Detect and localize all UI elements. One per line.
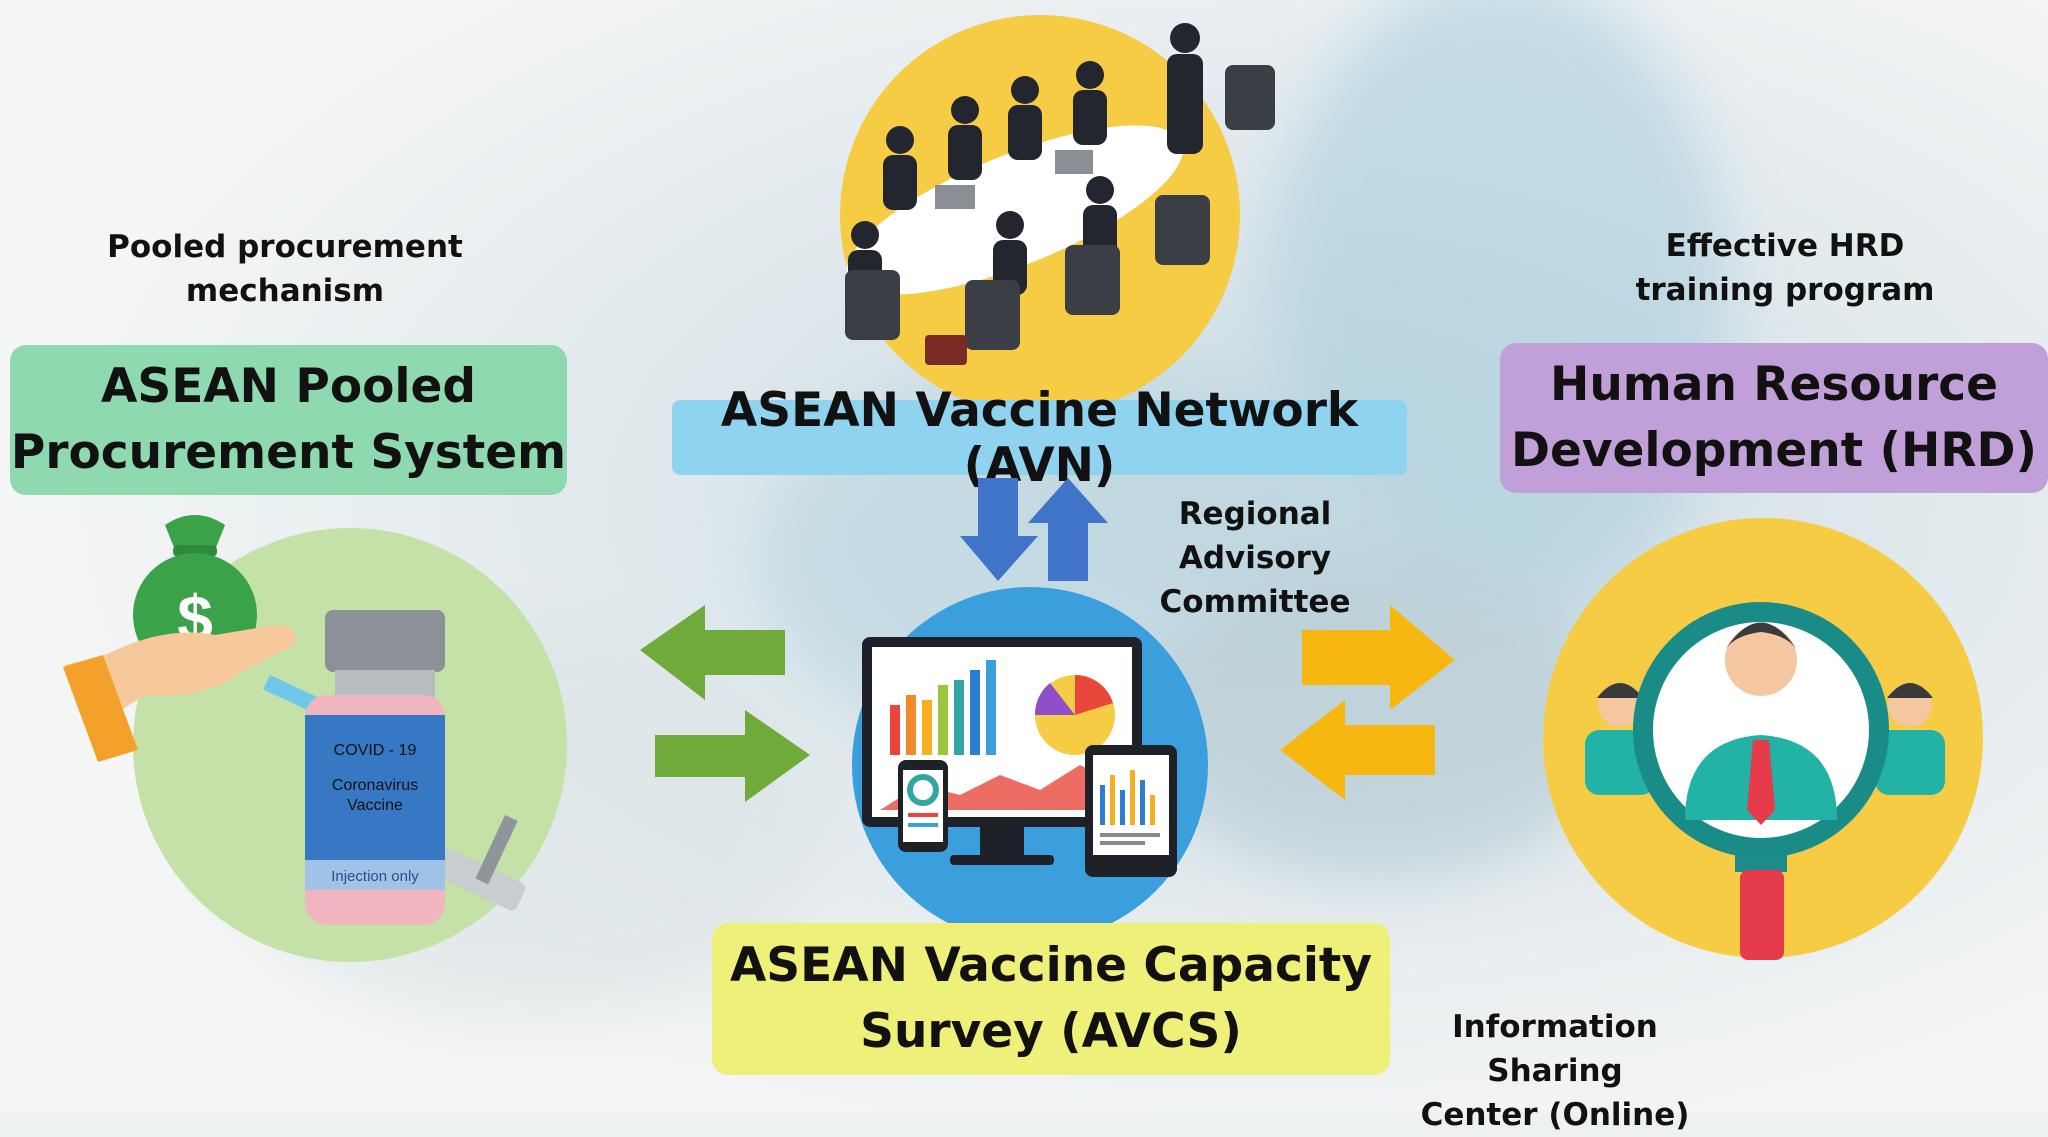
green-arrow-right [655, 710, 810, 802]
caption-line: Center (Online) [1420, 1097, 1690, 1133]
avn-title: ASEAN Vaccine Network (AVN) [720, 382, 1359, 493]
blue-arrow-down [960, 478, 1038, 581]
asean-pooled-procurement-box: ASEAN Pooled Procurement System [10, 345, 567, 495]
box-title-line: Human Resource [1549, 357, 1998, 412]
analytics-illustration [852, 587, 1208, 943]
orange-arrow-left [1280, 700, 1435, 800]
asean-vaccine-capacity-survey-box: ASEAN Vaccine Capacity Survey (AVCS) [712, 923, 1390, 1075]
caption-line: mechanism [185, 273, 385, 309]
human-resource-development-box: Human Resource Development (HRD) [1500, 343, 2048, 493]
information-sharing-caption: Information Sharing Center (Online) [1390, 1005, 1720, 1137]
regional-advisory-caption: Regional Advisory Committee [1105, 492, 1405, 624]
orange-arrow-right [1302, 605, 1455, 710]
magnifier-person-icon [1633, 602, 1889, 960]
analytics-devices-icon [862, 637, 1177, 877]
caption-line: Effective HRD [1665, 228, 1905, 264]
vial-label: Injection only [331, 868, 419, 885]
vial-label: COVID - 19 [334, 742, 417, 759]
green-arrow-left [640, 605, 785, 700]
box-title-line: ASEAN Vaccine Capacity [729, 938, 1373, 993]
asean-vaccine-network-box: ASEAN Vaccine Network (AVN) [672, 383, 1407, 493]
orange-exchange-arrows [1280, 605, 1455, 800]
side-person-icon [1875, 683, 1945, 795]
meeting-illustration [840, 15, 1275, 415]
blue-arrow-up [1028, 478, 1108, 581]
green-exchange-arrows [640, 605, 810, 802]
pooled-procurement-caption: Pooled procurement mechanism [80, 225, 490, 313]
box-title-line: Development (HRD) [1510, 423, 2038, 478]
effective-hrd-caption: Effective HRD training program [1625, 224, 1945, 312]
caption-line: Regional Advisory [1178, 496, 1332, 576]
caption-line: training program [1635, 272, 1935, 308]
vial-label: Vaccine [347, 797, 403, 814]
hand-icon [63, 625, 296, 762]
vial-label: Coronavirus [332, 777, 418, 794]
blue-vertical-arrows [960, 478, 1108, 581]
caption-line: Pooled procurement [107, 229, 463, 265]
box-title-line: Procurement System [10, 425, 567, 480]
procurement-illustration: $ COVID - 19 Coronavirus Vaccine Injecti… [63, 515, 567, 962]
vaccine-vial-icon: COVID - 19 Coronavirus Vaccine Injection… [305, 610, 445, 925]
caption-line: Information Sharing [1452, 1009, 1658, 1089]
box-title-line: ASEAN Pooled [100, 359, 477, 414]
caption-line: Committee [1159, 584, 1351, 620]
hrd-illustration [1543, 518, 1983, 960]
box-title-line: Survey (AVCS) [860, 1004, 1242, 1059]
